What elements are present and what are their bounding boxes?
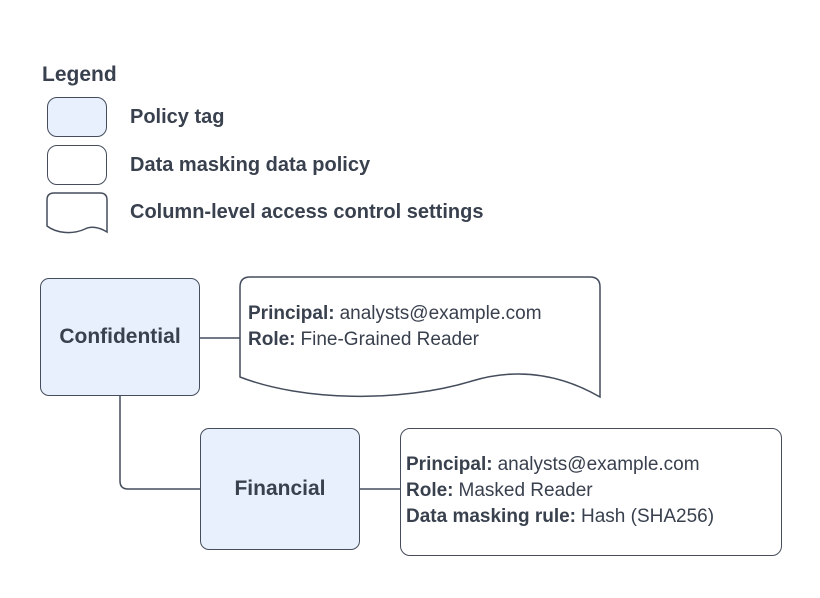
legend-label-data-masking-policy: Data masking data policy	[130, 154, 371, 176]
access-control-role-line: Role:Fine-Grained Reader	[248, 327, 542, 353]
connector-confidential-to-financial	[119, 396, 200, 490]
legend-label-column-access: Column-level access control settings	[130, 201, 484, 223]
data-policy-principal-line: Principal:analysts@example.com	[406, 452, 714, 478]
policy-tag-financial: Financial	[200, 428, 360, 550]
principal-value: analysts@example.com	[339, 303, 542, 324]
masking-rule-value: Hash (SHA256)	[581, 506, 715, 527]
access-control-document-shape	[239, 276, 601, 399]
data-policy-role-line: Role:Masked Reader	[406, 478, 714, 504]
data-masking-policy-text: Principal:analysts@example.com Role:Mask…	[406, 452, 714, 530]
legend-title: Legend	[42, 63, 117, 86]
principal-value: analysts@example.com	[497, 454, 700, 475]
masking-rule-key: Data masking rule:	[406, 506, 576, 527]
role-key: Role:	[406, 480, 454, 501]
data-masking-policy-swatch	[47, 145, 107, 185]
access-control-principal-line: Principal:analysts@example.com	[248, 301, 542, 327]
legend-document-swatch-icon	[46, 192, 108, 234]
data-policy-masking-rule-line: Data masking rule:Hash (SHA256)	[406, 504, 714, 530]
role-value: Fine-Grained Reader	[300, 329, 479, 350]
principal-key: Principal:	[248, 303, 335, 324]
policy-tag-swatch	[47, 97, 107, 137]
role-value: Masked Reader	[458, 480, 593, 501]
policy-tag-confidential: Confidential	[40, 278, 200, 396]
principal-key: Principal:	[406, 454, 493, 475]
data-masking-policy-panel	[400, 428, 782, 556]
legend-label-policy-tag: Policy tag	[130, 106, 225, 128]
access-control-settings-text: Principal:analysts@example.com Role:Fine…	[248, 301, 542, 353]
role-key: Role:	[248, 329, 296, 350]
